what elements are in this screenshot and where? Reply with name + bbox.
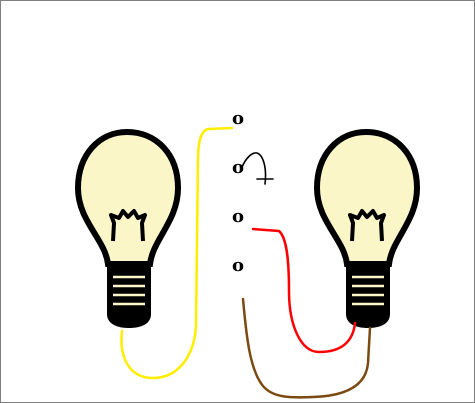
left-bulb-base-stripes [113, 275, 145, 306]
right-light-bulb-icon [313, 128, 421, 328]
yellow-wire [120, 126, 234, 380]
left-light-bulb-icon [74, 128, 182, 328]
right-bulb-filament [348, 209, 386, 242]
red-wire [251, 227, 357, 354]
terminal-label-4: o [232, 255, 244, 276]
right-bulb-base-stripes [352, 275, 384, 306]
brown-wire [241, 297, 372, 399]
terminal-label-3: o [232, 206, 244, 227]
left-bulb-filament [109, 209, 147, 242]
terminal-label-2: o [232, 157, 244, 178]
left-bulb-glass [74, 128, 182, 267]
right-bulb-glass [313, 128, 421, 267]
terminal-label-1: o [232, 108, 244, 129]
switch-lever-icon [241, 152, 274, 185]
